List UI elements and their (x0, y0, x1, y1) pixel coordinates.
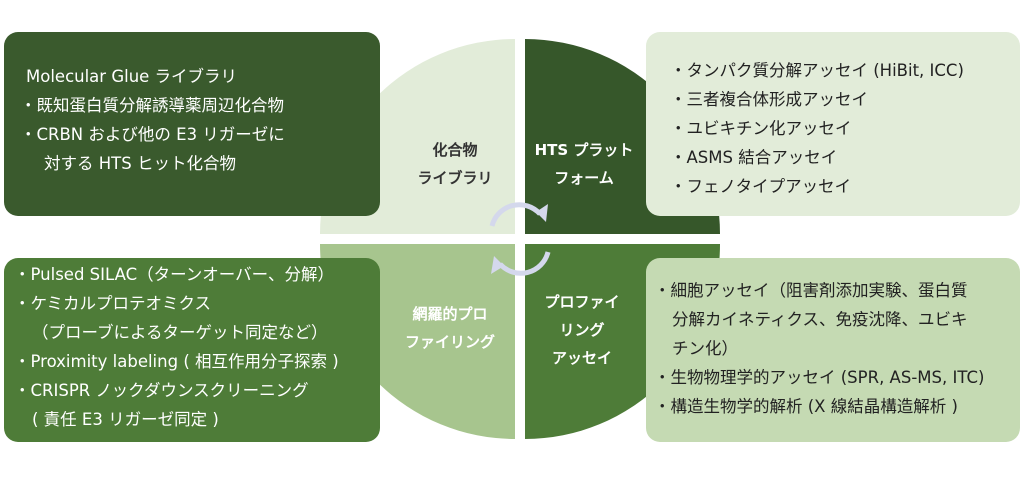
box-line: ・三者複合体形成アッセイ (670, 90, 868, 109)
label-line: ライブラリ (417, 169, 493, 187)
box-line: ・細胞アッセイ（阻害剤添加実験、蛋白質 (654, 281, 968, 300)
box-line: ・タンパク質分解アッセイ (HiBit, ICC) (670, 61, 964, 80)
box-line: ( 責任 E3 リガーゼ同定 ) (32, 410, 219, 429)
cycle-arrows-icon (489, 202, 551, 276)
box-line: ・CRISPR ノックダウンスクリーニング (14, 381, 309, 400)
box-line: ・ユビキチン化アッセイ (670, 119, 852, 138)
box-line: ・ASMS 結合アッセイ (670, 148, 838, 167)
label-line: 化合物 (432, 141, 478, 159)
box-line: ・Pulsed SILAC（ターンオーバー、分解） (14, 265, 334, 284)
quadrant-label-top-right: HTS プラット フォーム (514, 136, 654, 192)
profiling-assay-box: ・細胞アッセイ（阻害剤添加実験、蛋白質 分解カイネティクス、免疫沈降、ユビキ チ… (646, 258, 1020, 442)
label-line: フォーム (554, 169, 614, 187)
box-line: ・構造生物学的解析 (X 線結晶構造解析 ) (654, 397, 958, 416)
label-line: HTS プラット (534, 141, 634, 159)
box-line: 対する HTS ヒット化合物 (44, 154, 236, 173)
quadrant-label-top-left: 化合物 ライブラリ (385, 136, 525, 192)
box-line: ・生物物理学的アッセイ (SPR, AS-MS, ITC) (654, 368, 985, 387)
box-line: ・既知蛋白質分解誘導薬周辺化合物 (20, 96, 284, 115)
label-line: プロファイ (544, 293, 620, 311)
quadrant-label-bottom-right: プロファイ リング アッセイ (512, 288, 652, 372)
box-line: ・ケミカルプロテオミクス (14, 294, 212, 313)
label-line: ファイリング (404, 333, 495, 351)
box-line: ・CRBN および他の E3 リガーゼに (20, 125, 285, 144)
box-line: 分解カイネティクス、免疫沈降、ユビキ (672, 310, 968, 329)
box-line: ・Proximity labeling ( 相互作用分子探索 ) (14, 352, 339, 371)
hts-platform-box: ・タンパク質分解アッセイ (HiBit, ICC) ・三者複合体形成アッセイ ・… (646, 32, 1020, 216)
box-line: Molecular Glue ライブラリ (26, 67, 238, 86)
label-line: 網羅的プロ (412, 305, 488, 323)
box-line: チン化） (672, 339, 738, 358)
label-line: アッセイ (551, 349, 612, 367)
label-line: リング (559, 321, 605, 339)
box-line: （プローブによるターゲット同定など） (32, 323, 328, 342)
box-line: ・フェノタイプアッセイ (670, 177, 852, 196)
compound-library-box: Molecular Glue ライブラリ ・既知蛋白質分解誘導薬周辺化合物 ・C… (4, 32, 380, 216)
quadrant-label-bottom-left: 網羅的プロ ファイリング (380, 300, 520, 356)
comprehensive-profiling-box: ・Pulsed SILAC（ターンオーバー、分解） ・ケミカルプロテオミクス （… (4, 258, 380, 442)
